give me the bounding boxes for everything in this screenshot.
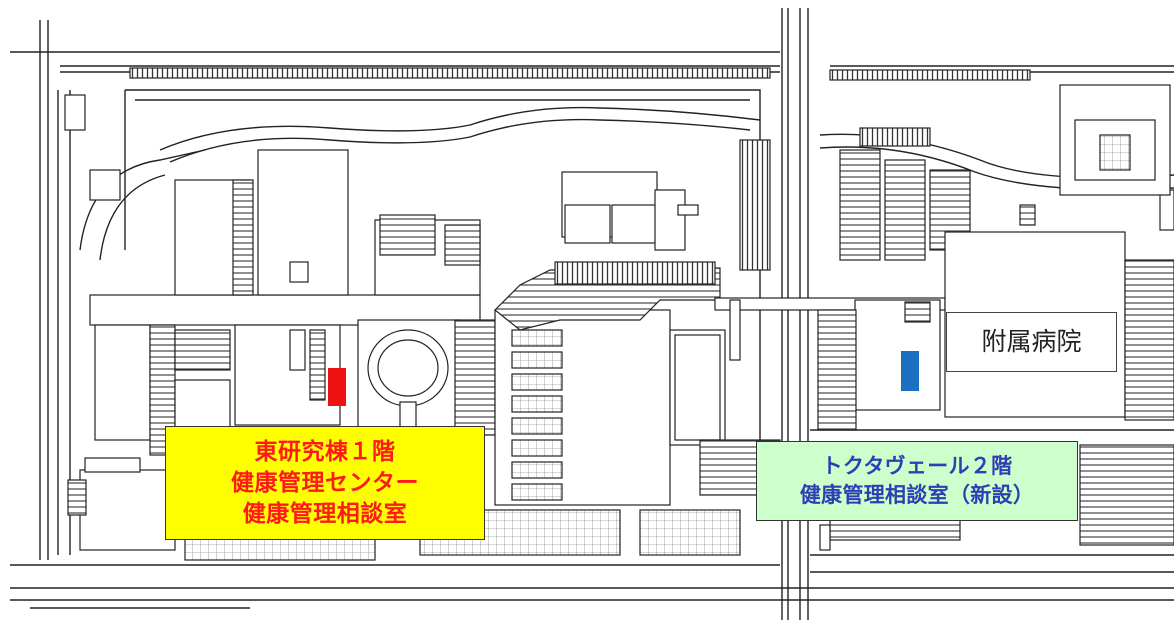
map-buildings [64,67,1174,561]
tokuta-vale-floor-label: トクタヴェール２階 [821,453,1013,478]
map-roads [10,8,1174,620]
parking-grid [511,329,563,501]
tokuta-vale-callout: トクタヴェール２階 健康管理相談室（新設） [756,441,1078,521]
hospital-label: 附属病院 [946,312,1117,372]
consultation-room-label: 健康管理相談室 [242,500,408,527]
east-building-callout: 東研究棟１階 健康管理センター 健康管理相談室 [165,426,485,540]
east-building-floor-label: 東研究棟１階 [254,438,396,465]
east-building-marker [328,368,346,406]
tokuta-vale-marker [901,351,919,391]
new-consultation-room-label: 健康管理相談室（新設） [799,482,1035,507]
health-center-label: 健康管理センター [231,469,419,496]
